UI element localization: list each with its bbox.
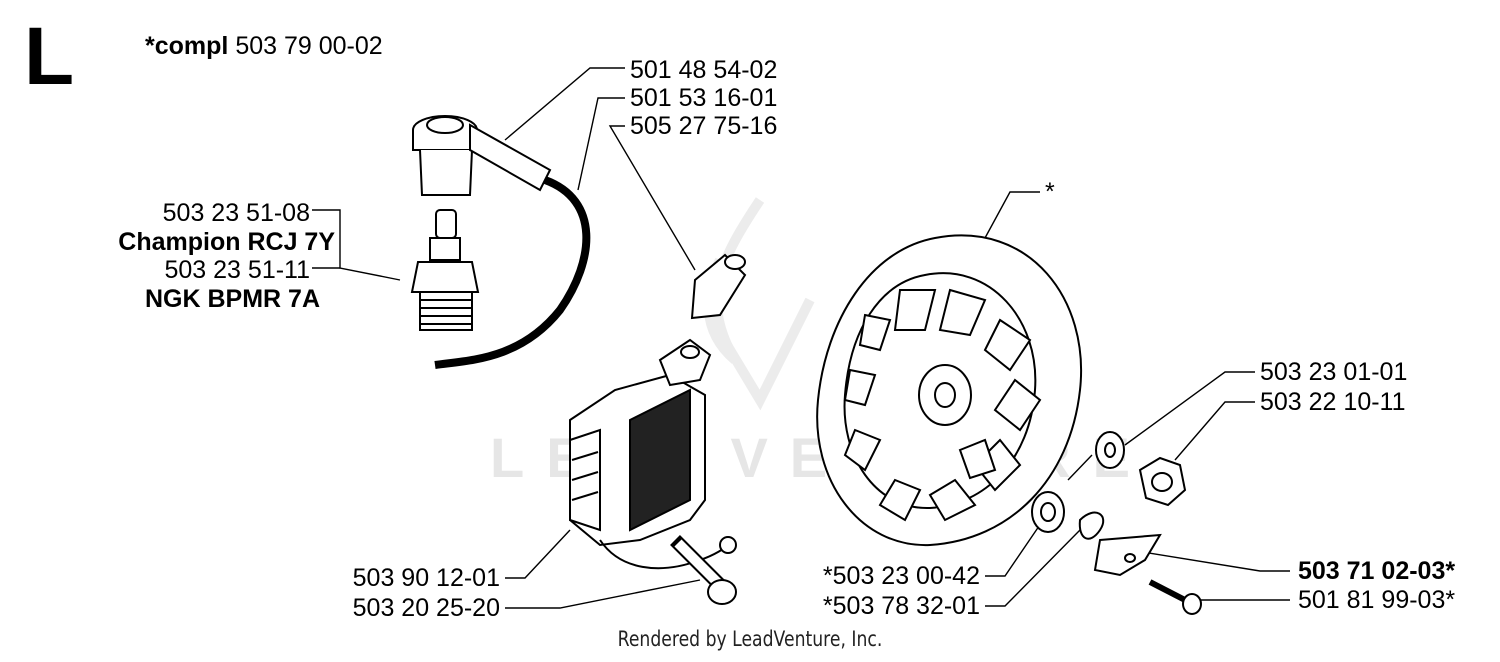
callout-washer[interactable]: 503 23 01-01 [1260,358,1408,386]
small-screw [1148,579,1202,615]
callout-terminal[interactable]: 505 27 75-16 [630,112,778,140]
spark-plug-boot [412,115,552,196]
stop-key [1093,533,1162,577]
flywheel [816,234,1083,547]
assembly-number: 503 79 00-02 [235,32,383,60]
leader-lines [312,67,1290,609]
section-letter: L [24,11,75,102]
spark-plug-part2[interactable]: 503 23 51-11 [164,256,311,284]
terminal-nipple [690,253,747,320]
callout-boot[interactable]: 501 48 54-02 [630,56,778,84]
small-washer [1031,491,1065,533]
callout-nut[interactable]: 503 22 10-11 [1260,388,1406,416]
callout-small-washer[interactable]: *503 23 00-42 [822,562,980,590]
callout-coil-screw[interactable]: 503 20 25-20 [352,594,500,622]
callout-flywheel[interactable]: * [1045,178,1055,206]
ignition-lead [434,176,591,369]
assembly-prefix: *compl [145,32,229,60]
spark-plug-model1: Champion RCJ 7Y [118,228,335,256]
callout-coil[interactable]: 503 90 12-01 [352,564,500,592]
callout-lead[interactable]: 501 53 16-01 [630,84,778,112]
spring-clip [1078,511,1105,540]
footer-credit: Rendered by LeadVenture, Inc. [617,627,883,651]
coil-screw [670,535,737,605]
washer [1095,431,1125,469]
callout-spring[interactable]: *503 78 32-01 [822,592,980,620]
assembly-header: *compl 503 79 00-02 [145,32,383,60]
ignition-module [569,338,737,570]
flywheel-nut [1138,456,1187,507]
spark-plug [410,209,480,331]
spark-plug-part1[interactable]: 503 23 51-08 [162,199,310,227]
spark-plug-model2: NGK BPMR 7A [144,285,320,313]
callout-small-screw[interactable]: 501 81 99-03* [1298,586,1456,614]
callout-key[interactable]: 503 71 02-03* [1298,557,1456,585]
